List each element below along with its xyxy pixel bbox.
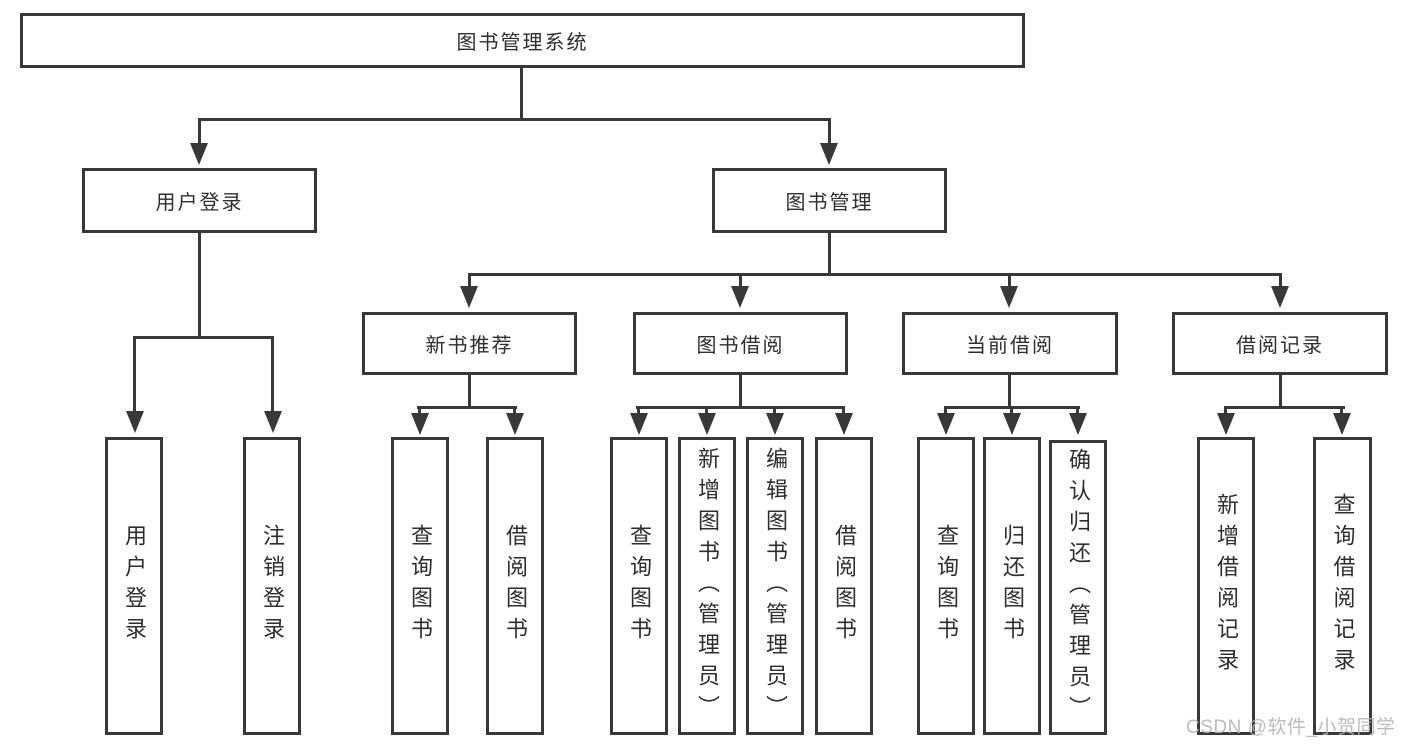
connector-line bbox=[271, 336, 274, 413]
connector-line bbox=[1008, 375, 1011, 409]
leaf-label: 借阅图书 bbox=[832, 524, 857, 648]
leaf-label: 查询图书 bbox=[627, 524, 652, 648]
connector-line bbox=[418, 406, 421, 418]
arrowhead bbox=[126, 411, 144, 433]
node-label: 图书管理 bbox=[785, 192, 874, 214]
connector-line bbox=[637, 406, 640, 418]
node-label: 当前借阅 bbox=[966, 335, 1054, 357]
node-current-borrowing: 当前借阅 bbox=[902, 312, 1118, 375]
leaf-edit-books-admin: 编辑图书（管理员） bbox=[746, 437, 804, 735]
leaf-label: 查询图书 bbox=[934, 524, 959, 648]
connector-line bbox=[773, 406, 776, 418]
leaf-label: 新增借阅记录 bbox=[1214, 493, 1239, 679]
arrowhead bbox=[264, 411, 282, 433]
leaf-label: 注销登录 bbox=[260, 524, 285, 648]
watermark: CSDN @软件_小贺同学 bbox=[1186, 717, 1396, 738]
leaf-label: 借阅图书 bbox=[503, 524, 528, 648]
leaf-label: 查询图书 bbox=[408, 524, 433, 648]
arrowhead bbox=[411, 413, 429, 435]
connector-line bbox=[1340, 406, 1343, 418]
leaf-borrow-books: 借阅图书 bbox=[486, 437, 544, 735]
connector-line bbox=[417, 406, 517, 409]
connector-line bbox=[1076, 406, 1079, 418]
node-label: 新书推荐 bbox=[425, 335, 514, 357]
node-label: 图书借阅 bbox=[696, 335, 785, 357]
arrowhead bbox=[190, 143, 208, 165]
leaf-label: 查询借阅记录 bbox=[1330, 493, 1356, 679]
arrowhead bbox=[1003, 413, 1021, 435]
leaf-label: 新增图书（管理员） bbox=[695, 446, 720, 726]
connector-line bbox=[133, 336, 136, 413]
connector-line bbox=[1279, 273, 1282, 287]
leaf-logout: 注销登录 bbox=[243, 437, 301, 735]
leaf-label: 确认归还（管理员） bbox=[1066, 448, 1091, 727]
connector-line bbox=[198, 118, 831, 121]
arrowhead bbox=[937, 413, 955, 435]
connector-line bbox=[133, 336, 274, 339]
connector-line bbox=[1010, 406, 1013, 418]
connector-line bbox=[828, 233, 831, 273]
arrowhead bbox=[460, 286, 478, 308]
node-label: 图书管理系统 bbox=[456, 32, 589, 54]
connector-line bbox=[1224, 406, 1345, 409]
leaf-query-books: 查询图书 bbox=[917, 437, 975, 735]
arrowhead bbox=[1217, 413, 1235, 435]
arrowhead bbox=[1333, 413, 1351, 435]
node-new-book-recommendation: 新书推荐 bbox=[362, 312, 577, 375]
arrowhead bbox=[1000, 286, 1018, 308]
leaf-add-books-admin: 新增图书（管理员） bbox=[678, 437, 736, 735]
node-label: 借阅记录 bbox=[1236, 335, 1324, 357]
connector-line bbox=[944, 406, 947, 418]
node-book-management: 图书管理 bbox=[712, 168, 947, 233]
connector-line bbox=[739, 273, 742, 287]
arrowhead bbox=[820, 143, 838, 165]
node-borrowing-records: 借阅记录 bbox=[1172, 312, 1388, 375]
connector-line bbox=[1279, 375, 1282, 409]
leaf-query-borrow-record: 查询借阅记录 bbox=[1313, 437, 1372, 735]
leaf-return-books: 归还图书 bbox=[983, 437, 1041, 735]
connector-line bbox=[468, 375, 471, 409]
connector-line bbox=[520, 68, 523, 118]
arrowhead bbox=[835, 413, 853, 435]
leaf-add-borrow-record: 新增借阅记录 bbox=[1197, 437, 1255, 735]
connector-line bbox=[828, 118, 831, 148]
arrowhead bbox=[506, 413, 524, 435]
leaf-label: 编辑图书（管理员） bbox=[763, 446, 788, 726]
arrowhead bbox=[731, 286, 749, 308]
connector-line bbox=[1008, 273, 1011, 287]
connector-line bbox=[513, 406, 516, 418]
arrowhead bbox=[1271, 286, 1289, 308]
connector-line bbox=[705, 406, 708, 418]
connector-line bbox=[198, 233, 201, 336]
connector-line bbox=[468, 273, 1282, 276]
connector-line bbox=[1224, 406, 1227, 418]
arrowhead bbox=[630, 413, 648, 435]
arrowhead bbox=[766, 413, 784, 435]
node-book-borrowing: 图书借阅 bbox=[633, 312, 848, 375]
connector-line bbox=[842, 406, 845, 418]
connector-line bbox=[636, 406, 845, 409]
leaf-label: 用户登录 bbox=[122, 524, 147, 648]
leaf-user-login: 用户登录 bbox=[105, 437, 163, 735]
connector-line bbox=[198, 118, 201, 148]
leaf-query-books: 查询图书 bbox=[610, 437, 668, 735]
node-user-login: 用户登录 bbox=[82, 168, 317, 233]
arrowhead bbox=[1069, 413, 1087, 435]
node-label: 用户登录 bbox=[155, 192, 244, 214]
node-library-management-system: 图书管理系统 bbox=[20, 13, 1025, 68]
connector-line bbox=[739, 375, 742, 409]
connector-line bbox=[468, 273, 471, 287]
leaf-query-books: 查询图书 bbox=[391, 437, 449, 735]
leaf-label: 归还图书 bbox=[1000, 524, 1025, 648]
leaf-borrow-books: 借阅图书 bbox=[815, 437, 873, 735]
arrowhead bbox=[698, 413, 716, 435]
leaf-confirm-return-admin: 确认归还（管理员） bbox=[1049, 440, 1107, 735]
